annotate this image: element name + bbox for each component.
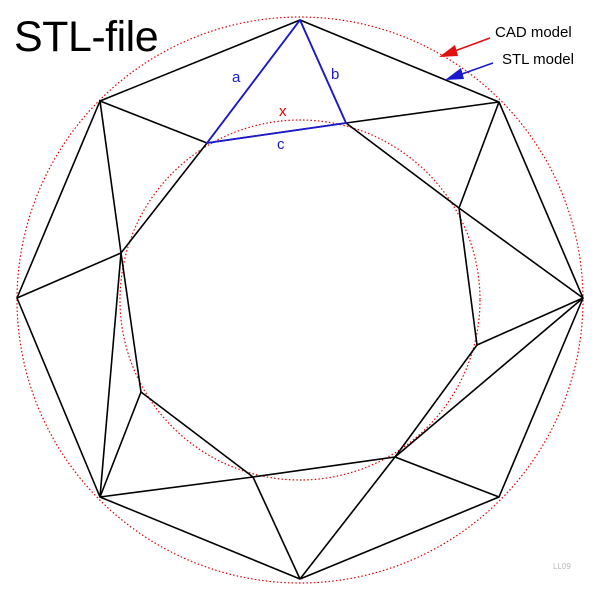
triangulation-edges xyxy=(16,19,584,580)
edge-label-b: b xyxy=(331,66,340,83)
legend-cad-label: CAD model xyxy=(495,24,572,41)
watermark: LL09 xyxy=(553,562,571,571)
edge-label-c: c xyxy=(277,136,285,153)
cad-inner-circle xyxy=(119,119,481,481)
highlight-triangle xyxy=(206,19,347,144)
stl-mesh xyxy=(16,19,584,580)
diagram-title: STL-file xyxy=(14,13,159,61)
edge-label-a: a xyxy=(232,69,241,86)
deviation-label-x: x xyxy=(279,103,287,120)
inner-ring xyxy=(120,122,478,478)
cad-arrow-icon xyxy=(439,37,491,57)
stl-arrow-icon xyxy=(445,62,494,80)
legend-stl-label: STL model xyxy=(502,51,574,68)
